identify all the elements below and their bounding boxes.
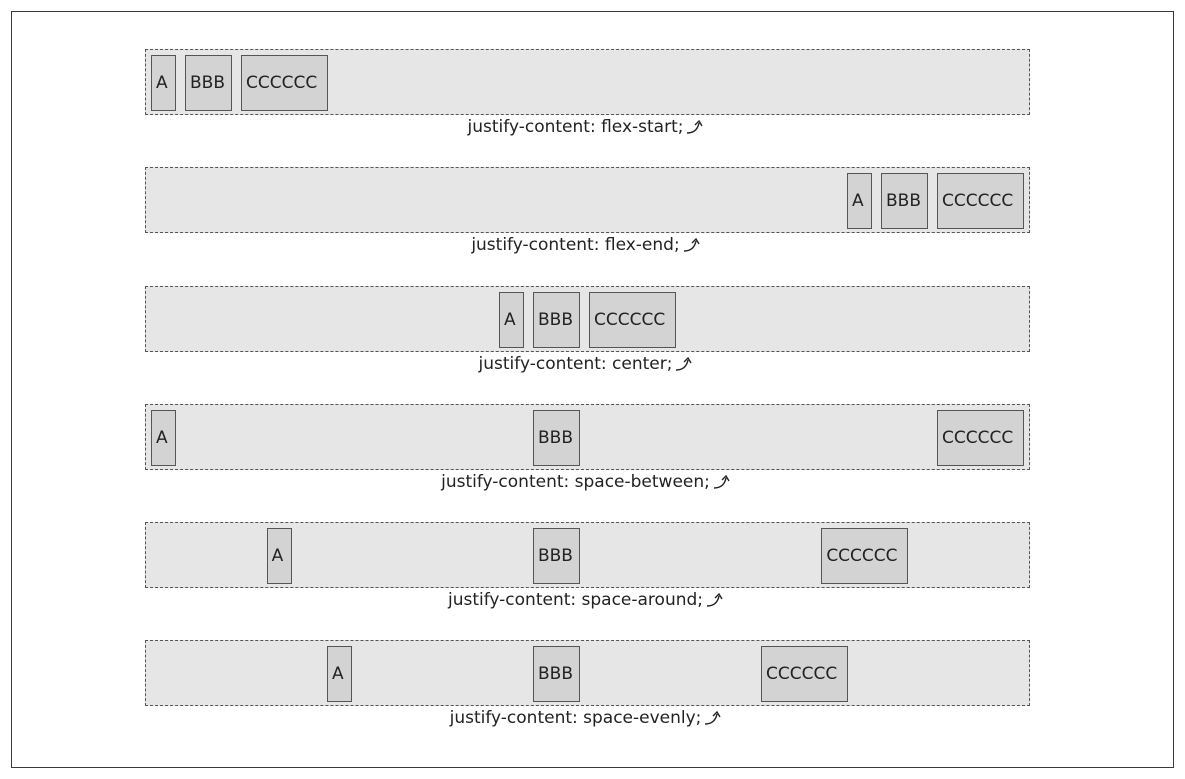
- return-arrow-icon: [687, 119, 704, 134]
- flex-item-a: A: [847, 173, 872, 229]
- flex-container: A BBB CCCCCC: [145, 286, 1030, 352]
- flex-container: A BBB CCCCCC: [145, 522, 1030, 588]
- example-space-around: A BBB CCCCCC justify-content: space-arou…: [145, 522, 1030, 611]
- caption-text: justify-content: space-between;: [441, 472, 710, 492]
- flex-item-c: CCCCCC: [821, 528, 909, 584]
- flex-item-a: A: [151, 410, 176, 466]
- flex-item-a: A: [499, 292, 524, 348]
- caption: justify-content: flex-start;: [145, 116, 1030, 138]
- flex-container: A BBB CCCCCC: [145, 404, 1030, 470]
- flex-item-c: CCCCCC: [761, 646, 848, 702]
- caption: justify-content: center;: [145, 353, 1030, 375]
- example-space-between: A BBB CCCCCC justify-content: space-betw…: [145, 404, 1030, 493]
- flex-container: A BBB CCCCCC: [145, 167, 1030, 233]
- flex-item-b: BBB: [533, 646, 580, 702]
- caption-text: justify-content: space-evenly;: [449, 708, 702, 728]
- flex-item-b: BBB: [881, 173, 928, 229]
- return-arrow-icon: [713, 474, 730, 489]
- flex-item-a: A: [266, 528, 292, 584]
- flex-item-b: BBB: [533, 410, 580, 466]
- flex-item-c: CCCCCC: [241, 55, 328, 111]
- flex-container: A BBB CCCCCC: [145, 49, 1030, 115]
- return-arrow-icon: [705, 710, 722, 725]
- flex-item-b: BBB: [532, 528, 580, 584]
- caption: justify-content: space-between;: [145, 471, 1030, 493]
- figure-frame: [11, 11, 1174, 768]
- flex-item-b: BBB: [185, 55, 232, 111]
- return-arrow-icon: [683, 237, 700, 252]
- flex-item-c: CCCCCC: [589, 292, 676, 348]
- example-flex-end: A BBB CCCCCC justify-content: flex-end;: [145, 167, 1030, 256]
- caption: justify-content: space-evenly;: [145, 707, 1030, 729]
- flex-item-b: BBB: [533, 292, 580, 348]
- flex-item-c: CCCCCC: [937, 173, 1024, 229]
- flex-item-a: A: [151, 55, 176, 111]
- caption-text: justify-content: center;: [478, 354, 673, 374]
- caption-text: justify-content: space-around;: [447, 590, 704, 610]
- example-flex-start: A BBB CCCCCC justify-content: flex-start…: [145, 49, 1030, 138]
- example-space-evenly: A BBB CCCCCC justify-content: space-even…: [145, 640, 1030, 729]
- caption: justify-content: space-around;: [145, 589, 1030, 611]
- caption-text: justify-content: flex-end;: [471, 235, 680, 255]
- return-arrow-icon: [676, 356, 693, 371]
- example-center: A BBB CCCCCC justify-content: center;: [145, 286, 1030, 375]
- flex-item-a: A: [327, 646, 352, 702]
- caption: justify-content: flex-end;: [145, 234, 1030, 256]
- return-arrow-icon: [707, 592, 723, 607]
- flex-item-c: CCCCCC: [937, 410, 1024, 466]
- flex-container: A BBB CCCCCC: [145, 640, 1030, 706]
- caption-text: justify-content: flex-start;: [467, 117, 684, 137]
